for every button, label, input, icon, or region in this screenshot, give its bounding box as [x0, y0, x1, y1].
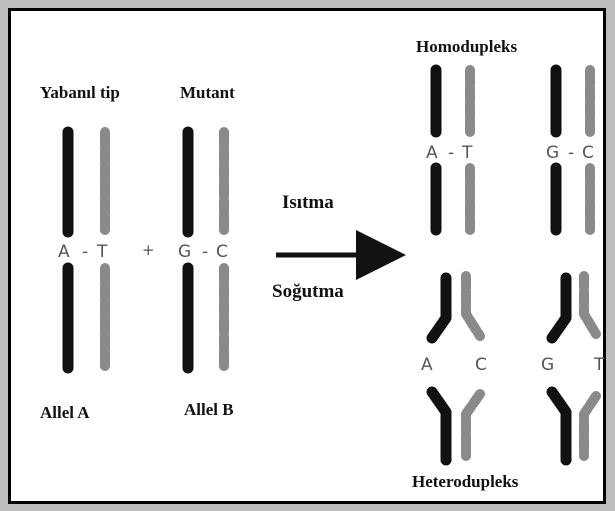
base-a: A [58, 242, 70, 262]
heteroduplex-ac: A C [421, 276, 487, 460]
solid-strand [432, 392, 446, 460]
base-t: T [96, 242, 108, 262]
solid-strand [432, 278, 446, 338]
base-a: A [426, 143, 438, 163]
base-g: G [541, 355, 554, 375]
base-t: T [593, 355, 605, 375]
base-g: G [546, 143, 559, 163]
base-a: A [421, 355, 433, 375]
plus-sign: + [142, 241, 155, 259]
allele-b-label: Allel B [184, 400, 234, 419]
homoduplex-label: Homodupleks [416, 37, 517, 56]
heteroduplex-label: Heterodupleks [412, 472, 519, 491]
mutant-allele: G - C [178, 132, 228, 368]
heating-label: Isıtma [282, 192, 334, 213]
base-c: C [216, 242, 228, 262]
base-c: C [475, 355, 487, 375]
bond-dash: - [202, 242, 208, 262]
dashed-strand [584, 396, 596, 456]
allele-a-label: Allel A [40, 403, 90, 422]
base-c: C [582, 143, 594, 163]
base-t: T [461, 143, 473, 163]
solid-strand [552, 278, 566, 338]
dashed-strand [584, 276, 596, 334]
wild-type-allele: A - T [58, 132, 108, 368]
cooling-label: Soğutma [272, 281, 344, 302]
heteroduplex-gt: G T [541, 276, 605, 460]
bond-dash: - [568, 143, 574, 163]
homoduplex-at: A - T [426, 70, 473, 230]
solid-strand [552, 392, 566, 460]
wild-type-label: Yabanıl tip [40, 83, 120, 102]
dashed-strand [466, 394, 480, 456]
bond-dash: - [448, 143, 454, 163]
homoduplex-gc: G - C [546, 70, 594, 230]
bond-dash: - [82, 242, 88, 262]
mutant-label: Mutant [180, 83, 235, 102]
base-g: G [178, 242, 191, 262]
dashed-strand [466, 276, 480, 336]
